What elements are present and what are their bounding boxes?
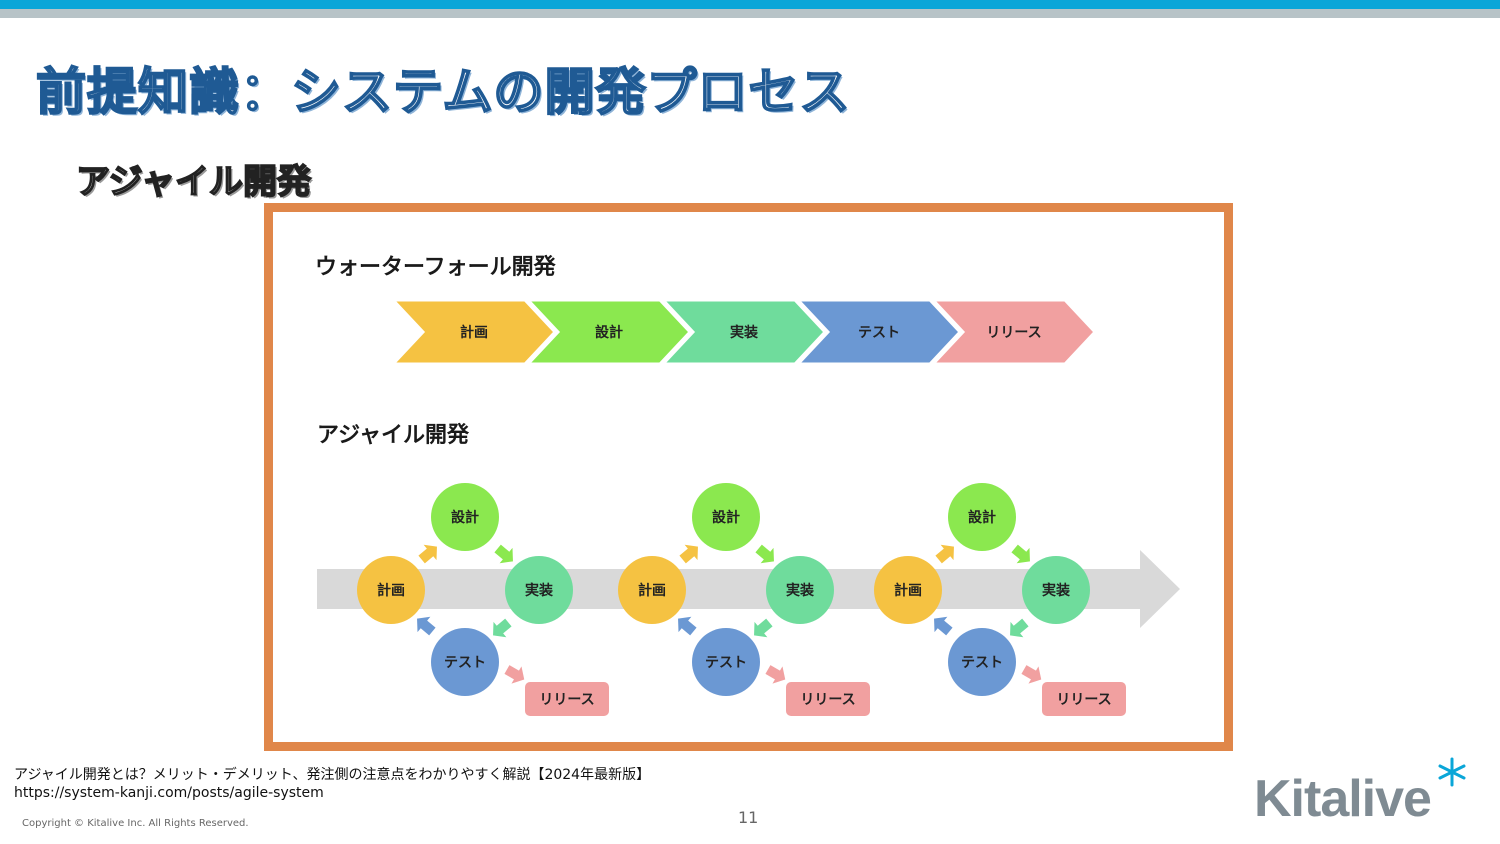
arrow-test-to-release-3-icon <box>1021 665 1042 684</box>
waterfall-heading: ウォーターフォール開発 <box>315 255 557 280</box>
arrow-design-to-implement-2-icon <box>755 544 774 564</box>
agile-plan-node-1 <box>357 556 425 624</box>
arrow-design-to-implement-1-icon <box>494 544 513 564</box>
arrow-test-to-release-1-icon <box>504 665 525 684</box>
source-url[interactable]: https://system-kanji.com/posts/agile-sys… <box>14 785 324 801</box>
agile-design-label-3: 設計 <box>968 509 996 526</box>
svg-text:Kitalive: Kitalive <box>1254 770 1431 826</box>
arrow-implement-to-test-3-icon <box>1010 618 1029 638</box>
waterfall-step-design <box>524 298 693 366</box>
agile-plan-node-2 <box>618 556 686 624</box>
waterfall-step-implement <box>659 298 828 366</box>
waterfall-step-label-release: リリース <box>986 325 1041 341</box>
agile-design-label-2: 設計 <box>712 509 740 526</box>
top-gray-bar <box>0 9 1500 18</box>
waterfall-step-label-design: 設計 <box>595 324 623 341</box>
agile-plan-label-1: 計画 <box>377 582 405 599</box>
waterfall-step-test <box>794 298 963 366</box>
agile-design-label-1: 設計 <box>451 509 479 526</box>
agile-release-box-1 <box>525 682 609 716</box>
agile-implement-label-2: 実装 <box>786 582 815 599</box>
agile-heading: アジャイル開発 <box>317 423 470 448</box>
agile-test-label-3: テスト <box>961 655 1003 671</box>
top-accent-bar <box>0 0 1500 9</box>
waterfall-chevrons: 計画 設計 実装 テスト リリース <box>389 298 1098 366</box>
agile-design-node-1 <box>431 483 499 551</box>
agile-release-label-3: リリース <box>1056 692 1111 708</box>
agile-release-box-2 <box>786 682 870 716</box>
agile-test-label-2: テスト <box>705 655 747 671</box>
agile-implement-node-2 <box>766 556 834 624</box>
waterfall-step-plan <box>389 298 558 366</box>
arrow-implement-to-test-1-icon <box>493 618 512 638</box>
waterfall-step-label-test: テスト <box>858 325 900 341</box>
agile-implement-node-1 <box>505 556 573 624</box>
agile-implement-label-3: 実装 <box>1042 582 1071 599</box>
agile-implement-label-1: 実装 <box>525 582 554 599</box>
agile-release-label-2: リリース <box>800 692 855 708</box>
arrow-test-to-release-2-icon <box>765 665 786 684</box>
agile-design-node-3 <box>948 483 1016 551</box>
agile-plan-label-3: 計画 <box>894 582 922 599</box>
slide-subtitle: アジャイル開発 <box>75 161 312 203</box>
agile-release-label-1: リリース <box>539 692 594 708</box>
kitalive-logo: Kitalive <box>1254 757 1466 826</box>
arrow-design-to-implement-3-icon <box>1011 544 1030 564</box>
slide-title: 前提知識：システムの開発プロセス <box>35 62 851 122</box>
agile-plan-label-2: 計画 <box>638 582 666 599</box>
process-diagram: ウォーターフォール開発 計画設計実装テストリリース アジャイル開発 計画設計実装… <box>315 255 1180 716</box>
agile-test-node-1 <box>431 628 499 696</box>
waterfall-step-release <box>929 298 1098 366</box>
agile-design-node-2 <box>692 483 760 551</box>
source-title: アジャイル開発とは？メリット・デメリット、発注側の注意点をわかりやすく解説【20… <box>14 767 651 783</box>
arrow-plan-to-design-1-icon <box>418 544 437 564</box>
process-figure: ウォーターフォール開発 計画設計実装テストリリース アジャイル開発 計画設計実装… <box>264 203 1233 751</box>
arrow-implement-to-test-2-icon <box>754 618 773 638</box>
agile-plan-node-3 <box>874 556 942 624</box>
logo-star-icon <box>1438 757 1466 787</box>
agile-release-box-3 <box>1042 682 1126 716</box>
agile-test-node-3 <box>948 628 1016 696</box>
agile-test-node-2 <box>692 628 760 696</box>
agile-implement-node-3 <box>1022 556 1090 624</box>
arrow-test-to-plan-1-icon <box>417 616 436 636</box>
agile-test-label-1: テスト <box>444 655 486 671</box>
waterfall-step-label-implement: 実装 <box>730 324 759 341</box>
page-number: 11 <box>738 808 759 827</box>
copyright-text: Copyright © Kitalive Inc. All Rights Res… <box>22 818 249 829</box>
arrow-test-to-plan-2-icon <box>678 616 697 636</box>
arrow-plan-to-design-2-icon <box>679 544 698 564</box>
arrow-test-to-plan-3-icon <box>934 616 953 636</box>
arrow-plan-to-design-3-icon <box>935 544 954 564</box>
waterfall-step-label-plan: 計画 <box>460 324 488 341</box>
